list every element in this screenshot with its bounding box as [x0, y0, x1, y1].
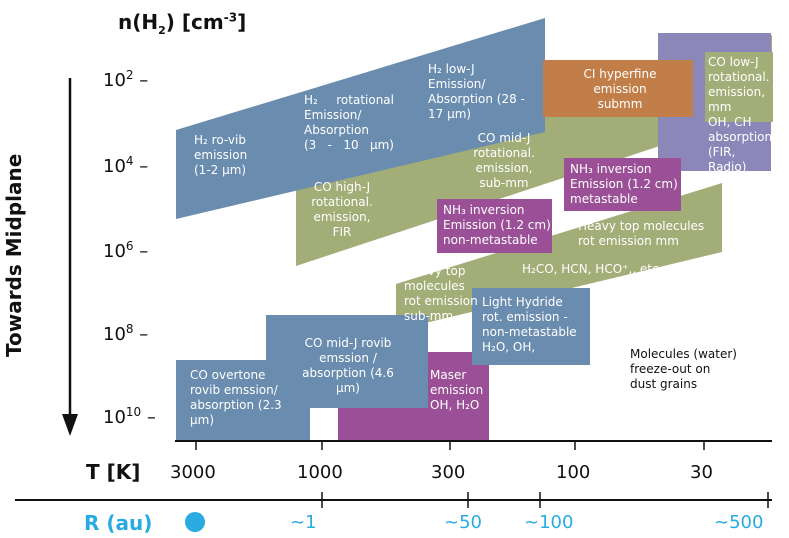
- y-tick-1e6: 106 –: [103, 239, 149, 262]
- blue-box-light-hydride: [472, 288, 590, 365]
- t-label-3000: 3000: [170, 462, 216, 483]
- t-label-30: 30: [690, 462, 713, 483]
- midplane-arrow-head: [62, 414, 78, 436]
- blue-box-co-rovib: [176, 315, 428, 440]
- y-tick-1e8: 108 –: [103, 322, 149, 345]
- label-nh3-meta: NH₃ inversion Emission (1.2 cm) metastab…: [570, 162, 678, 206]
- label-light-hydride: Light Hydride rot. emission - non-metast…: [482, 295, 577, 354]
- label-co-midj-rovib: CO mid-J rovib emssion / absorption (4.6…: [302, 336, 394, 395]
- label-h2co: H₂CO, HCN, HCO⁺,, etc: [522, 262, 659, 276]
- r-label-500: ~500: [714, 512, 764, 533]
- y-tick-1e4: 104 –: [103, 154, 149, 177]
- label-maser: Maser emission OH, H₂O: [430, 368, 484, 412]
- r-axis-title: R (au): [84, 511, 153, 535]
- green-patch-co-lowj: [705, 52, 773, 122]
- label-heavy-mm: Heavy top molecules rot emission mm: [578, 219, 705, 248]
- t-label-100: 100: [556, 462, 591, 483]
- orange-box-ci: [543, 60, 693, 117]
- t-label-300: 300: [431, 462, 466, 483]
- r-label-50: ~50: [444, 512, 482, 533]
- r-label-100: ~100: [524, 512, 574, 533]
- label-freezeout: Molecules (water) freeze-out on dust gra…: [630, 347, 737, 391]
- label-co-overtone: CO overtone rovib emssion/ absorption (2…: [190, 368, 282, 427]
- y-tick-1e10: 1010 –: [103, 405, 156, 428]
- label-heavy-submm: Heavy top molecules rot emission sub-mm: [404, 264, 478, 323]
- label-co-highj: CO high-J rotational. emission, FIR: [311, 180, 373, 239]
- label-h2-lowj: H₂ low-J Emission/ Absorption (28 - 17 μ…: [428, 62, 525, 121]
- label-ci: CI hyperfine emission submm: [583, 67, 657, 111]
- purple-box-nh3-meta: [564, 158, 681, 211]
- y-axis-title: n(H2) [cm-3]: [118, 10, 247, 37]
- blue-band-h2: [176, 18, 545, 219]
- y-tick-1e2: 102 –: [103, 68, 149, 91]
- label-co-midj: CO mid-J rotational. emission, sub-mm: [473, 131, 535, 190]
- purple-box-nh3-nonmeta: [437, 199, 552, 253]
- label-nh3-nonmeta: NH₃ inversion Emission (1.2 cm) non-meta…: [443, 203, 551, 247]
- label-h2-rovib: H₂ ro-vib emission (1-2 μm): [194, 133, 248, 177]
- label-h2-rot: H₂ rotational Emission/ Absorption (3 - …: [304, 93, 394, 152]
- star-dot: [185, 512, 205, 532]
- r-label-1: ~1: [290, 512, 317, 533]
- t-axis-title: T [K]: [86, 460, 141, 484]
- label-co-lowj: CO low-J rotational. emission, mm OH, CH…: [708, 55, 773, 174]
- t-label-1000: 1000: [297, 462, 343, 483]
